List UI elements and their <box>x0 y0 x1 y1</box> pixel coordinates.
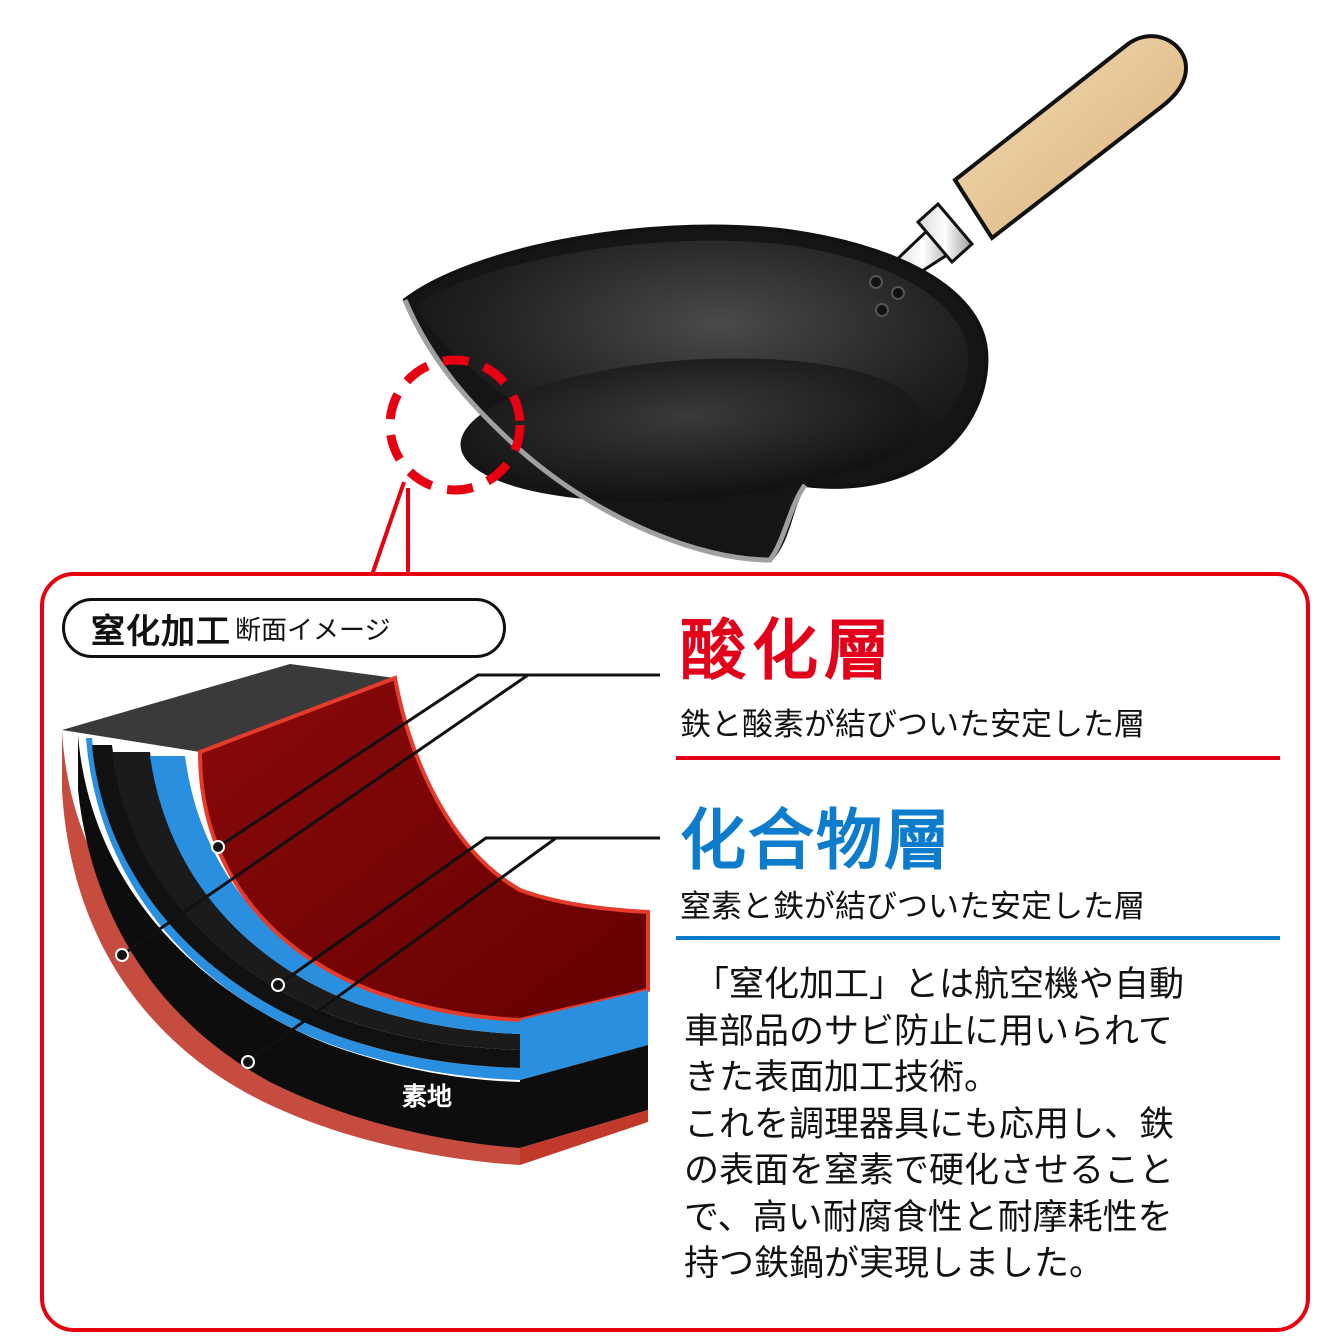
base-material-label: 素地 <box>402 1082 453 1111</box>
pan-handle <box>885 34 1189 284</box>
oxide-layer-rule <box>676 756 1280 760</box>
compound-layer-heading: 化合物層 <box>680 802 952 879</box>
zoom-indicator <box>370 355 525 576</box>
title-main: 窒化加工 <box>91 611 231 652</box>
leader-dots <box>115 840 285 1069</box>
cross-section <box>62 664 650 1165</box>
title-sub: 断面イメージ <box>235 615 391 646</box>
compound-layer-rule <box>676 936 1280 940</box>
oxide-layer-heading: 酸化層 <box>680 612 896 689</box>
title-pill: 窒化加工 断面イメージ <box>62 598 506 658</box>
explanation-line: 持つ鉄鍋が実現しました。 <box>684 1244 1105 1284</box>
callout-box <box>40 572 1310 1332</box>
oxide-layer-description: 鉄と酸素が結びついた安定した層 <box>680 707 1145 743</box>
explanation-line: 車部品のサビ防止に用いられて <box>684 1011 1173 1052</box>
explanation-line: これを調理器具にも応用し、鉄 <box>684 1104 1175 1145</box>
explanation-line: きた表面加工技術。 <box>684 1058 1000 1098</box>
explanation-line: 「窒化加工」とは航空機や自動 <box>694 965 1185 1005</box>
explanation-text: 「窒化加工」とは航空機や自動 車部品のサビ防止に用いられて きた表面加工技術。 … <box>684 962 1284 1288</box>
compound-layer-description: 窒素と鉄が結びついた安定した層 <box>680 889 1145 925</box>
explanation-line: の表面を窒素で硬化させること <box>684 1151 1175 1191</box>
leader-lines <box>121 673 660 1064</box>
pan-body <box>402 224 989 563</box>
explanation-line: で、高い耐腐食性と耐摩耗性を <box>684 1197 1173 1238</box>
